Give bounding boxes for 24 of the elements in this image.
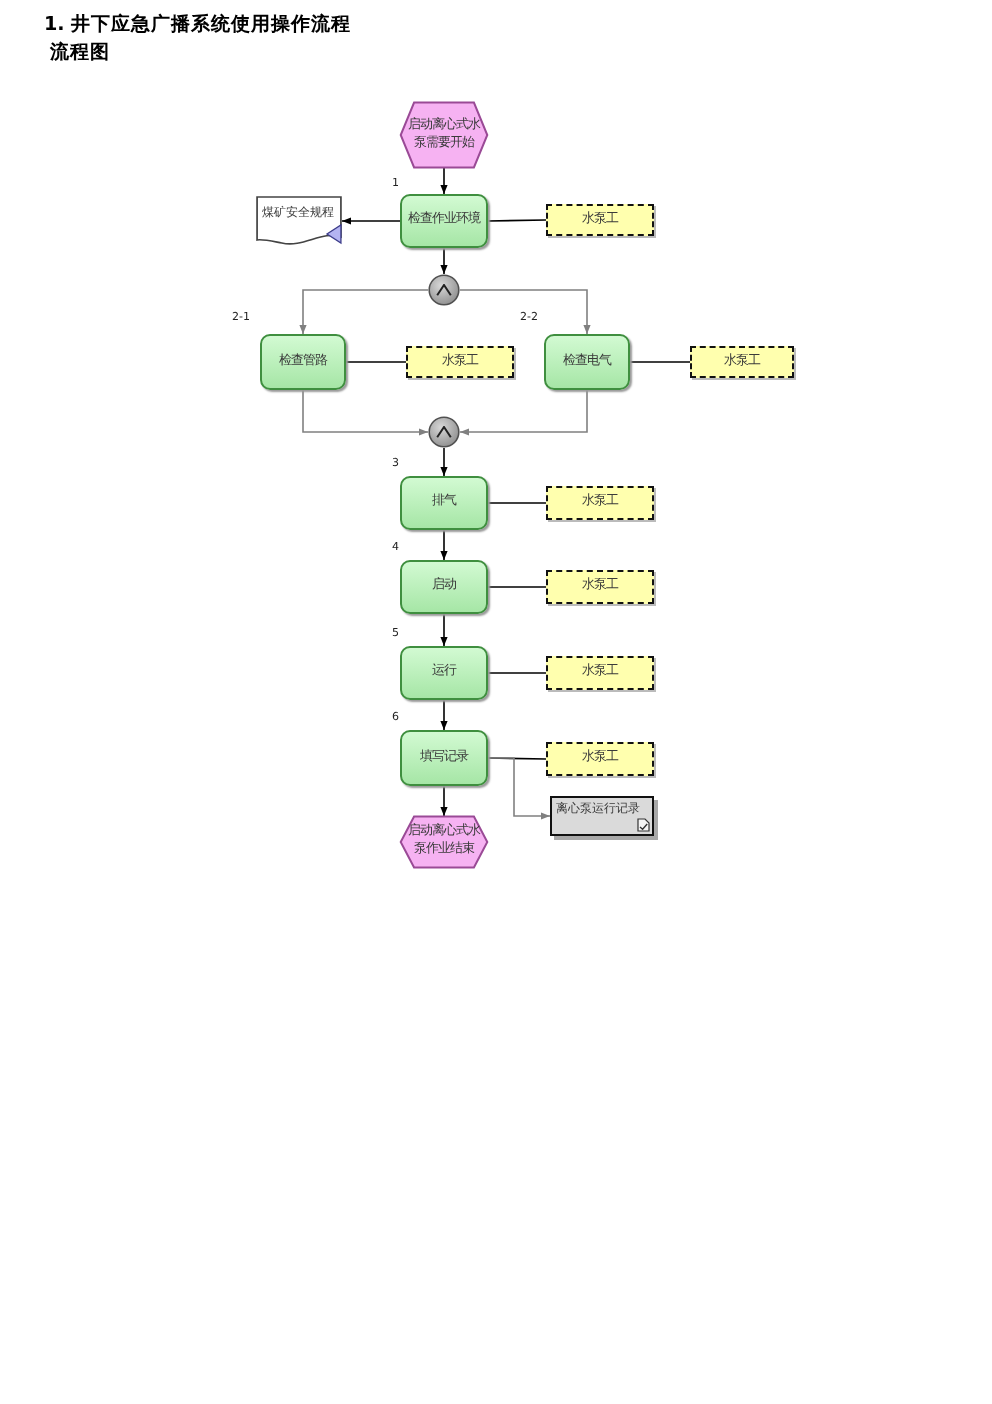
arrow	[440, 613, 448, 647]
arrow	[440, 167, 448, 195]
connector-line	[487, 586, 547, 588]
logic-circle	[428, 274, 460, 306]
arrow	[459, 289, 591, 335]
arrow	[440, 699, 448, 731]
connector-line	[487, 672, 547, 674]
arrow	[440, 529, 448, 561]
title: 1. 井下应急广播系统使用操作流程	[44, 12, 352, 38]
record-box	[550, 796, 654, 836]
connector-line	[487, 219, 547, 222]
arrow	[440, 785, 448, 817]
arrow	[341, 217, 401, 225]
connector-line	[487, 502, 547, 504]
arrow	[487, 757, 551, 820]
arrow	[459, 389, 588, 436]
connector-line	[345, 361, 407, 363]
arrow	[299, 289, 429, 335]
arrow	[440, 247, 448, 275]
connector-line	[629, 361, 691, 363]
logic-circle	[428, 416, 460, 448]
arrow	[440, 447, 448, 477]
arrow	[302, 389, 429, 436]
heading: 流程图	[50, 40, 110, 66]
